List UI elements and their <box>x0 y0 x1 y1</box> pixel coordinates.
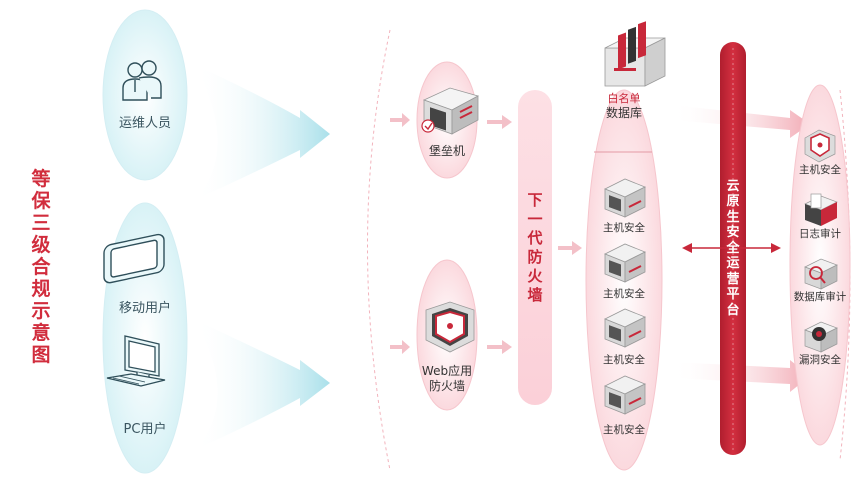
cloud-platform-label-container: 云 原 生 安 全 运 营 平 台 <box>720 42 746 455</box>
ngfw-pill <box>518 90 552 405</box>
double-arrow <box>682 243 781 253</box>
teal-arrow-bottom <box>195 320 330 450</box>
title-char: 等 <box>31 168 51 190</box>
small-arrow-bastion-in <box>390 113 410 127</box>
cloud-char: 台 <box>726 302 740 318</box>
pc-user-label: PC用户 <box>123 422 167 437</box>
whitelist-label: 白名单 <box>607 92 641 105</box>
host-server-icon <box>604 375 646 415</box>
host-server-icon <box>604 178 646 218</box>
ngfw-label-container: 下 一 代 防 火 墙 <box>518 90 552 405</box>
ngfw-char: 一 <box>527 209 543 228</box>
log-audit-icon <box>804 193 838 226</box>
title-char: 示 <box>31 300 51 322</box>
pc-icon <box>106 335 166 387</box>
small-arrow-waf-out <box>487 340 512 354</box>
host-shield-icon <box>804 129 836 163</box>
service-label: 日志审计 <box>799 228 841 240</box>
small-arrow-ngfw-out <box>558 241 582 255</box>
small-arrow-bastion-out <box>487 115 512 129</box>
cloud-char: 营 <box>726 271 740 287</box>
ngfw-char: 火 <box>527 266 543 285</box>
ngfw-char: 防 <box>527 247 543 266</box>
host-server-icon <box>604 308 646 348</box>
waf-label-line2: 防火墙 <box>428 379 465 393</box>
cloud-char: 云 <box>726 178 740 194</box>
mobile-user-label: 移动用户 <box>118 301 171 316</box>
host-security-label: 主机安全 <box>603 354 645 366</box>
database-server-icon <box>604 21 666 87</box>
host-security-label: 主机安全 <box>603 288 645 300</box>
host-server-icon <box>604 243 646 283</box>
dashed-arc-left <box>367 29 391 471</box>
host-security-label: 主机安全 <box>603 222 645 234</box>
ngfw-char: 代 <box>527 228 543 247</box>
people-icon <box>122 60 162 101</box>
cloud-platform-label: 云 原 生 安 全 运 营 平 台 <box>723 179 743 319</box>
cloud-char: 全 <box>726 240 740 256</box>
title-char: 规 <box>31 278 51 300</box>
cloud-char: 安 <box>726 225 740 241</box>
service-label: 数据库审计 <box>793 291 847 303</box>
title-char: 图 <box>31 344 51 366</box>
ngfw-char: 下 <box>527 190 543 209</box>
tablet-icon <box>103 233 165 284</box>
ngfw-label: 下 一 代 防 火 墙 <box>525 191 545 305</box>
bastion-host-icon <box>421 87 480 135</box>
ngfw-char: 墙 <box>527 285 543 304</box>
database-label: 数据库 <box>605 106 642 120</box>
title-char: 三 <box>31 212 51 234</box>
title-char: 合 <box>31 256 51 278</box>
service-label: 主机安全 <box>799 164 841 176</box>
title-char: 意 <box>31 322 51 344</box>
service-label: 漏洞安全 <box>799 354 841 366</box>
host-security-label: 主机安全 <box>603 424 645 436</box>
ops-user-label: 运维人员 <box>118 116 171 131</box>
waf-shield-icon <box>425 301 475 353</box>
waf-label-line1: Web应用 <box>421 364 473 378</box>
bastion-label: 堡垒机 <box>428 144 465 158</box>
database-audit-icon <box>804 258 838 290</box>
diagram-title: 等 保 三 级 合 规 示 意 图 <box>28 168 54 366</box>
title-char: 级 <box>31 234 51 256</box>
teal-arrow-top <box>195 65 330 200</box>
cloud-char: 原 <box>726 194 740 210</box>
vulnerability-icon <box>804 321 838 353</box>
cloud-char: 平 <box>726 287 740 303</box>
cloud-char: 生 <box>726 209 740 225</box>
cloud-char: 运 <box>726 256 740 272</box>
title-char: 保 <box>31 190 51 212</box>
small-arrow-waf-in <box>390 340 410 354</box>
